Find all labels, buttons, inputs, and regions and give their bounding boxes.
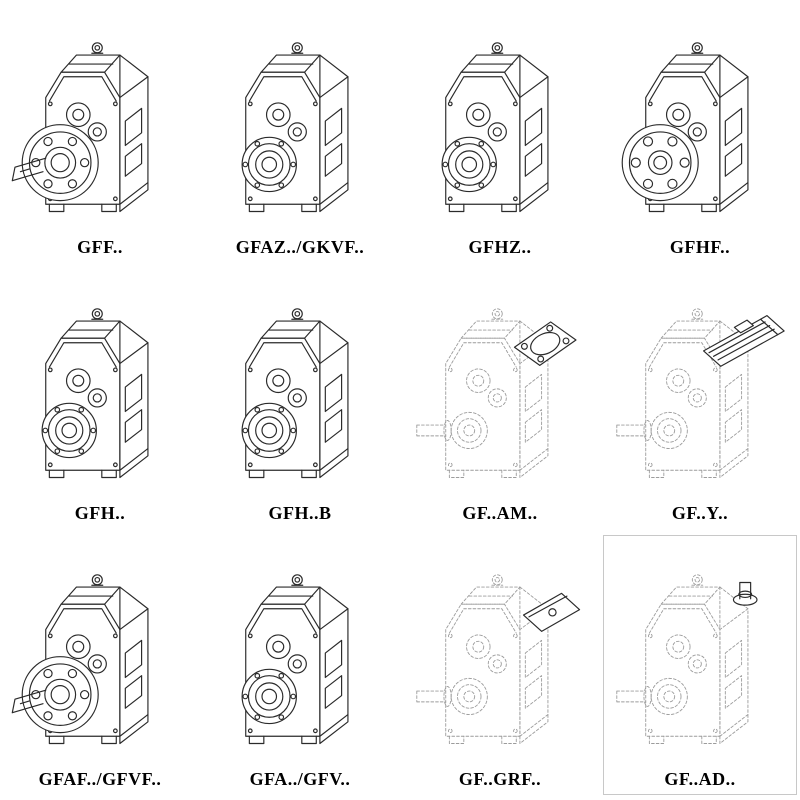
gearbox-hollow-shaft-drawing (209, 293, 391, 501)
gearbox-cell-2: GFAZ../GKVF.. (200, 0, 400, 266)
gearbox-cell-10: GFA../GFV.. (200, 532, 400, 798)
gearbox-hollow-shaft-drawing (409, 27, 591, 235)
gearbox-cell-12: GF..AD.. (600, 532, 800, 798)
gearbox-model-label: GFAF../GFVF.. (38, 769, 162, 789)
gearbox-symbol-use (12, 575, 148, 744)
gearbox-model-label: GFH..B (268, 503, 332, 523)
gearbox-model-label: GF..GRF.. (458, 769, 542, 789)
gearbox-symbol-use (622, 43, 748, 212)
gearbox-flange-shaft-drawing (9, 559, 191, 767)
gearbox-cell-11: GF..GRF.. (400, 532, 600, 798)
gearbox-symbol-use (12, 43, 148, 212)
gearbox-cell-8: GF..Y.. (600, 266, 800, 532)
gearbox-symbol-use (617, 575, 757, 744)
gearbox-symbol-use (617, 309, 784, 478)
gearbox-model-label: GFHZ.. (468, 237, 532, 257)
gearbox-symbol-use (417, 309, 576, 478)
gearbox-input-adapter-drawing (609, 559, 791, 767)
gearbox-flange-drawing (609, 27, 791, 235)
gearbox-model-label: GF..AM.. (462, 503, 538, 523)
gearbox-cell-9: GFAF../GFVF.. (0, 532, 200, 798)
gearbox-model-label: GF..Y.. (671, 503, 729, 523)
gearbox-symbol-use (42, 309, 148, 478)
gearbox-hollow-shaft-drawing (209, 27, 391, 235)
gearbox-model-label: GFAZ../GKVF.. (235, 237, 365, 257)
gearbox-motor-mounted-drawing (609, 293, 791, 501)
gearbox-gear-adapter-drawing (409, 559, 591, 767)
gearbox-hollow-shaft-drawing (9, 293, 191, 501)
gearbox-symbol-use (242, 575, 348, 744)
gearbox-model-label: GFA../GFV.. (249, 769, 351, 789)
gearbox-flange-shaft-drawing (9, 27, 191, 235)
gearbox-cell-1: GFF.. (0, 0, 200, 266)
gearbox-model-label: GFHF.. (669, 237, 731, 257)
gearbox-symbol-use (442, 43, 548, 212)
gearbox-hollow-shaft-drawing (209, 559, 391, 767)
gearbox-cell-4: GFHF.. (600, 0, 800, 266)
gearbox-model-label: GF..AD.. (664, 769, 736, 789)
gearbox-cell-3: GFHZ.. (400, 0, 600, 266)
gearbox-model-label: GFF.. (77, 237, 123, 257)
gearbox-iec-adapter-drawing (409, 293, 591, 501)
gearbox-cell-7: GF..AM.. (400, 266, 600, 532)
gearbox-cell-5: GFH.. (0, 266, 200, 532)
gearbox-symbol-use (242, 43, 348, 212)
gearbox-cell-6: GFH..B (200, 266, 400, 532)
gearbox-symbol-use (417, 575, 580, 744)
gearbox-symbol-use (242, 309, 348, 478)
gearbox-model-label: GFH.. (74, 503, 126, 523)
